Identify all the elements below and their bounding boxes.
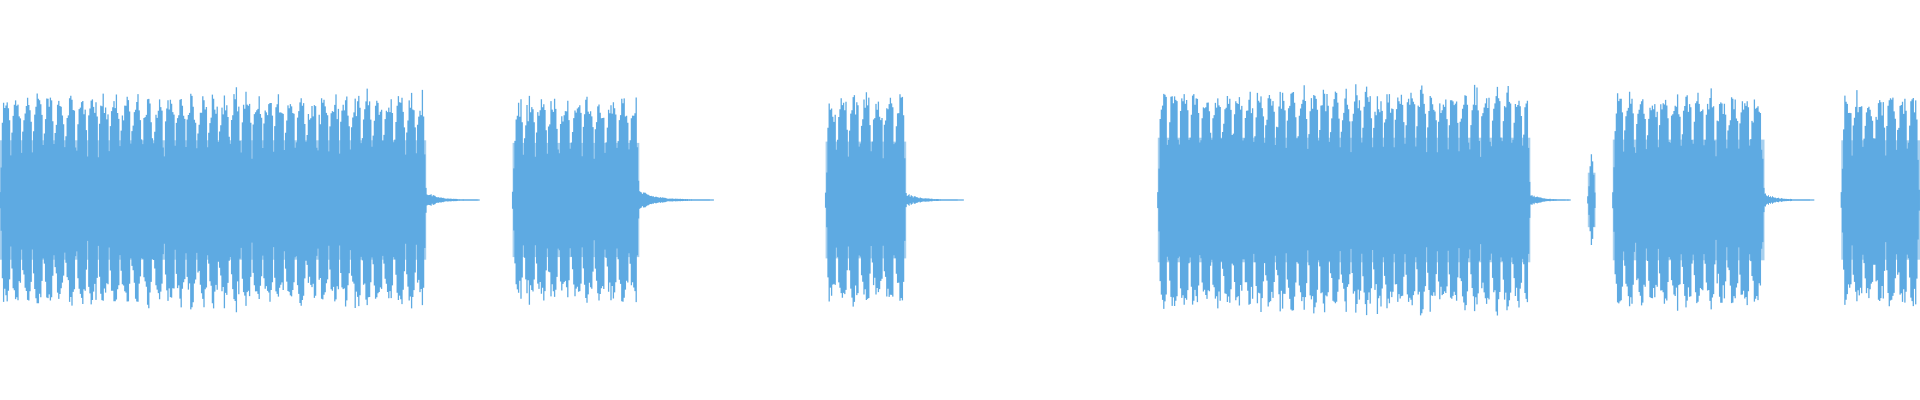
- waveform-burst-2: [511, 95, 640, 305]
- waveform-tail-5: [1764, 193, 1815, 207]
- waveform-tail-4: [1529, 195, 1571, 205]
- waveform-burst-1: [0, 87, 427, 313]
- waveform-burst-6: [1840, 90, 1920, 307]
- waveform-tail-3: [905, 193, 964, 207]
- waveform-core: [1587, 172, 1596, 228]
- waveform-core: [825, 141, 907, 259]
- waveform-burst-3: [824, 92, 907, 307]
- waveform-core: [1157, 137, 1531, 263]
- waveform-core: [512, 142, 640, 258]
- waveform-tail-1: [425, 194, 480, 206]
- waveform-segments: [0, 84, 1920, 316]
- waveform-core: [1841, 140, 1920, 260]
- waveform-tail-2: [638, 191, 715, 209]
- waveform-click-4: [1587, 154, 1596, 245]
- waveform-burst-5: [1612, 88, 1765, 311]
- waveform-core: [0, 140, 427, 260]
- waveform-burst-4: [1157, 84, 1531, 316]
- waveform-core: [1612, 139, 1765, 261]
